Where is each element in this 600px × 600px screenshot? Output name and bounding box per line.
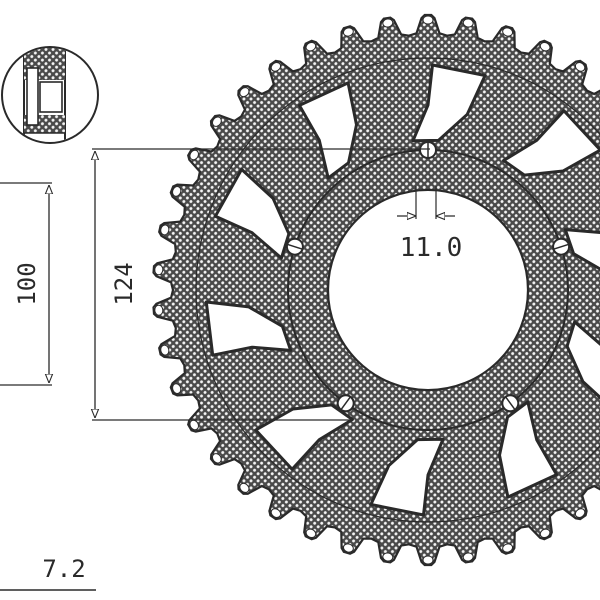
sprocket <box>152 13 600 567</box>
tooth-tip <box>342 27 354 37</box>
dimension-124-label: 124 <box>110 262 138 305</box>
tooth-tip <box>422 555 434 565</box>
cutout-window <box>563 228 600 271</box>
tooth-tip <box>160 344 170 356</box>
tooth-tip <box>189 149 199 161</box>
tooth-tip <box>160 224 170 236</box>
tooth-tip <box>189 419 199 431</box>
bolt-hole-centerline <box>504 396 516 411</box>
tooth-tip <box>539 41 551 52</box>
cutout-window <box>502 109 600 177</box>
cutout-window <box>411 63 487 143</box>
dimension-11-label: 11.0 <box>400 233 463 263</box>
dimension-7-2-label: 7.2 <box>42 555 85 583</box>
cutout-window <box>297 81 358 180</box>
tooth-tip <box>305 41 317 52</box>
cutout-window <box>213 167 291 260</box>
cutout-window <box>498 400 559 499</box>
tooth-tip <box>239 482 250 493</box>
cutout-window <box>254 403 354 471</box>
cutout-window <box>369 437 445 517</box>
tooth-tip <box>574 62 586 72</box>
cutout-window <box>204 300 293 357</box>
tooth-tip <box>270 508 282 518</box>
tooth-tip <box>172 383 182 394</box>
tooth-tip <box>172 186 182 197</box>
dimension-100-label: 100 <box>13 262 41 305</box>
tooth-tip <box>154 304 164 316</box>
dimension-124: 124 <box>92 148 430 421</box>
tooth-tip <box>462 18 474 28</box>
tooth-tip <box>502 543 514 553</box>
tooth-tip <box>539 528 551 539</box>
tooth-tip <box>239 87 250 98</box>
tooth-tip <box>422 15 434 25</box>
pitch-ring <box>195 57 600 523</box>
dimension-100: 100 <box>0 182 52 386</box>
tooth-tip <box>382 18 394 28</box>
tooth-tip <box>270 62 282 72</box>
tooth-tip <box>305 528 317 539</box>
tooth-tip <box>211 116 222 127</box>
tooth-tip <box>211 453 222 464</box>
cutout-window <box>565 320 600 400</box>
detail-view <box>1 46 99 144</box>
dimension-7-2: 7.2 <box>0 555 96 591</box>
tooth-tip <box>342 543 354 553</box>
bolt-hole-centerline <box>340 396 352 411</box>
bolt-hole-centerline <box>286 243 303 250</box>
tooth-tip <box>462 552 474 562</box>
tooth-tip <box>502 27 514 37</box>
dimension-11: 11.0 <box>397 186 462 263</box>
bolt-hole-centerline <box>553 243 570 250</box>
tooth-tip <box>574 508 586 518</box>
tooth-tip <box>154 264 164 276</box>
tooth-tip <box>382 552 394 562</box>
